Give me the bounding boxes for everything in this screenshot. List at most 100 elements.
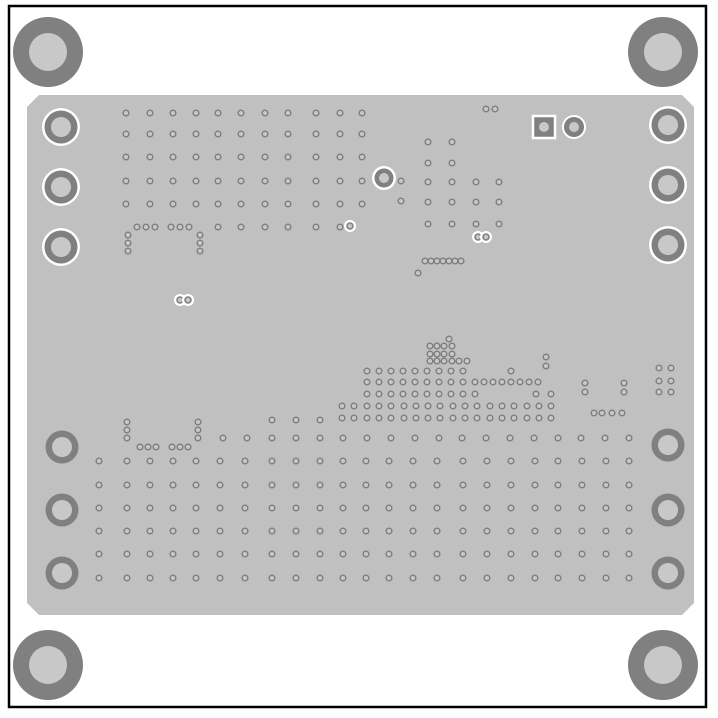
- via: [237, 200, 245, 208]
- via: [375, 390, 383, 398]
- via: [491, 105, 499, 113]
- via: [169, 457, 177, 465]
- via: [261, 200, 269, 208]
- via: [192, 200, 200, 208]
- via: [169, 550, 177, 558]
- via: [316, 457, 324, 465]
- connector-pad-drill: [658, 175, 678, 195]
- via: [608, 409, 616, 417]
- via: [95, 457, 103, 465]
- via: [214, 200, 222, 208]
- via: [144, 443, 152, 451]
- via: [547, 390, 555, 398]
- via: [387, 414, 395, 422]
- via: [602, 457, 610, 465]
- via: [192, 550, 200, 558]
- via: [312, 200, 320, 208]
- via: [531, 504, 539, 512]
- via: [146, 457, 154, 465]
- via: [440, 357, 448, 365]
- via: [590, 409, 598, 417]
- via: [123, 550, 131, 558]
- via: [316, 504, 324, 512]
- via: [237, 130, 245, 138]
- via: [483, 457, 491, 465]
- via: [423, 378, 431, 386]
- large-via-drill: [379, 173, 389, 183]
- via: [531, 457, 539, 465]
- via: [412, 402, 420, 410]
- via: [241, 550, 249, 558]
- via: [261, 153, 269, 161]
- via: [525, 378, 533, 386]
- via: [433, 504, 441, 512]
- via: [292, 434, 300, 442]
- via: [507, 378, 515, 386]
- via: [534, 378, 542, 386]
- via: [146, 574, 154, 582]
- via: [339, 434, 347, 442]
- via: [216, 527, 224, 535]
- via: [445, 335, 453, 343]
- via: [312, 153, 320, 161]
- via: [423, 390, 431, 398]
- via: [625, 481, 633, 489]
- via: [409, 574, 417, 582]
- via: [411, 434, 419, 442]
- connector-pad-drill: [52, 500, 72, 520]
- via: [362, 481, 370, 489]
- via: [243, 434, 251, 442]
- via: [146, 153, 154, 161]
- via: [435, 378, 443, 386]
- via: [292, 504, 300, 512]
- via: [461, 402, 469, 410]
- via: [620, 388, 628, 396]
- via: [581, 388, 589, 396]
- via: [261, 130, 269, 138]
- via: [385, 574, 393, 582]
- via: [498, 402, 506, 410]
- via: [421, 257, 429, 265]
- via: [448, 350, 456, 358]
- via: [214, 177, 222, 185]
- via: [375, 378, 383, 386]
- via: [146, 200, 154, 208]
- mounting-hole-drill: [644, 646, 682, 684]
- via: [169, 574, 177, 582]
- via: [397, 197, 405, 205]
- via: [547, 414, 555, 422]
- via: [284, 153, 292, 161]
- via: [216, 504, 224, 512]
- via: [123, 527, 131, 535]
- via: [261, 223, 269, 231]
- via: [123, 574, 131, 582]
- connector-pad-drill: [658, 563, 678, 583]
- via: [292, 574, 300, 582]
- via: [336, 109, 344, 117]
- via: [284, 223, 292, 231]
- via: [268, 504, 276, 512]
- via: [578, 481, 586, 489]
- via: [424, 138, 432, 146]
- via: [350, 402, 358, 410]
- via: [578, 550, 586, 558]
- via: [268, 574, 276, 582]
- via: [459, 574, 467, 582]
- via: [554, 574, 562, 582]
- via: [339, 527, 347, 535]
- via: [448, 342, 456, 350]
- via: [146, 109, 154, 117]
- via: [124, 247, 132, 255]
- via: [122, 130, 130, 138]
- via: [433, 357, 441, 365]
- via: [375, 402, 383, 410]
- via: [535, 414, 543, 422]
- via: [578, 504, 586, 512]
- via: [463, 357, 471, 365]
- via: [122, 200, 130, 208]
- via: [214, 109, 222, 117]
- via: [618, 409, 626, 417]
- via: [124, 231, 132, 239]
- via: [336, 153, 344, 161]
